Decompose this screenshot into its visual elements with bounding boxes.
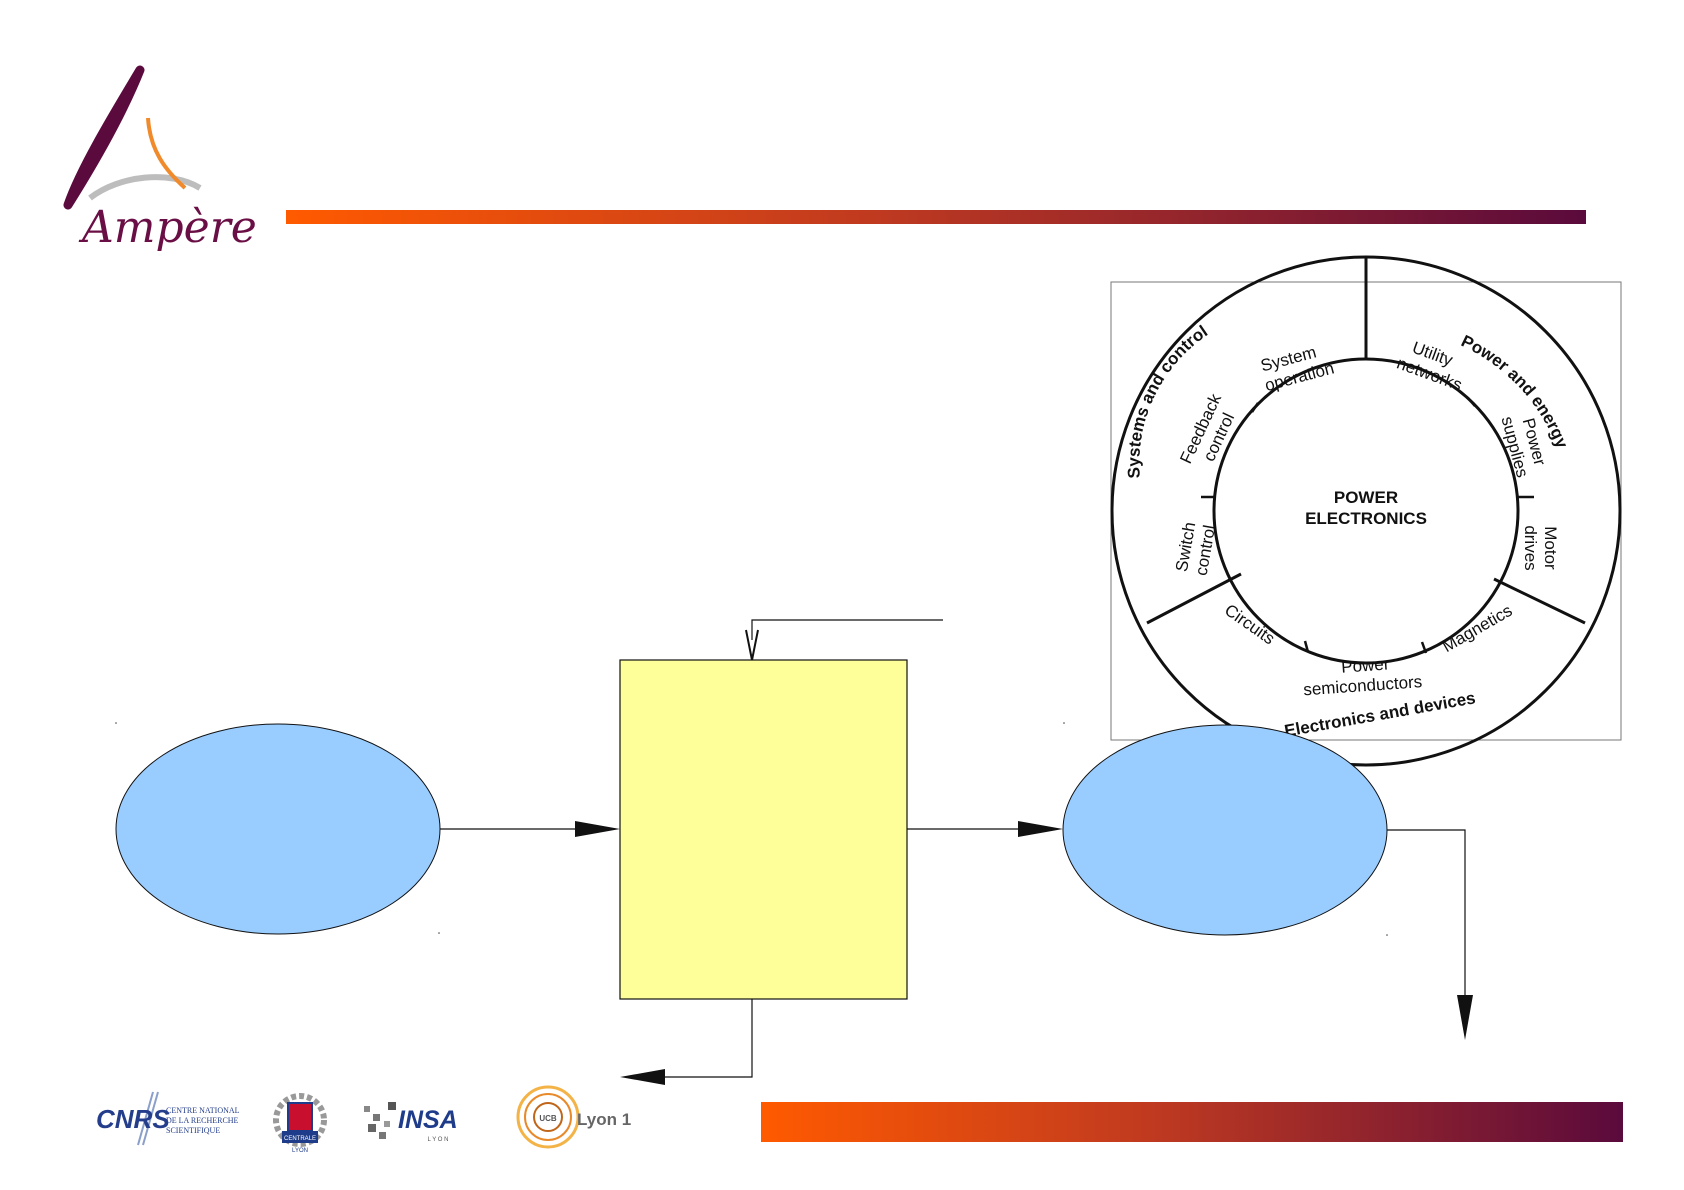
footer-gradient-bar [761,1102,1623,1142]
wheel-tick [1303,640,1310,653]
ucb-middle-ring [524,1093,572,1141]
selection-dot [115,722,117,724]
ucb-monogram: UCB [539,1114,557,1123]
insa-dot [373,1114,380,1121]
centrale-gear [273,1093,327,1147]
cnrs-logo: CNRS CENTRE NATIONAL DE LA RECHERCHE SCI… [96,1091,240,1146]
insa-dot [379,1132,386,1139]
centrale-label: CENTRALE [284,1136,316,1142]
ucb-inner-ring [533,1102,563,1132]
selection-dot [1386,934,1388,936]
converter-box [619,659,908,1000]
cnrs-line-3: SCIENTIFIQUE [166,1126,220,1135]
ampere-logo: Ampère [63,65,257,253]
arrowhead-converter-to-load [1018,821,1063,837]
header-gradient-bar [286,210,1586,224]
insa-wordmark: INSA [398,1106,458,1134]
ucb-outer-ring [516,1085,580,1149]
control-input-line [751,619,943,640]
flow-diagram [115,619,1473,1085]
wheel-tick [1250,402,1260,413]
selection-dot [438,932,440,934]
insa-dot [364,1106,370,1112]
losses-line [665,999,753,1078]
source-ellipse [115,723,441,935]
wheel-center-line-1: POWER [1334,488,1398,507]
selection-dot [1063,722,1065,724]
insa-dot [388,1102,396,1110]
control-input-arrowhead [745,629,759,661]
wheel-divider-right [1493,577,1586,625]
logo-arc [88,174,202,201]
wheel-center-line-2: ELECTRONICS [1305,509,1427,528]
cnrs-slash [137,1091,154,1146]
centrale-banner [282,1131,318,1143]
centrale-shield [287,1102,313,1132]
item-power-semiconductors-1: Power [1341,654,1391,676]
partner-logos: CNRS CENTRE NATIONAL DE LA RECHERCHE SCI… [96,1085,631,1154]
insa-dot [384,1121,390,1127]
insa-sub: L Y O N [428,1137,449,1143]
output-line [1387,829,1466,995]
wheel-tick [1467,397,1476,407]
centrale-lyon-logo: CENTRALE LYON [273,1093,327,1154]
lyon1-logo: UCB Lyon 1 [516,1085,631,1149]
arrowhead-output [1457,995,1473,1040]
item-motor-drives-1: Motor [1541,526,1560,570]
insa-dot [368,1124,376,1132]
cnrs-slash [142,1091,159,1146]
centrale-sub: LYON [292,1148,308,1154]
logo-swoosh [63,65,145,210]
wheel-tick [1420,641,1428,654]
cnrs-line-1: CENTRE NATIONAL [166,1106,240,1115]
cnrs-wordmark: CNRS [96,1104,170,1134]
wheel-divider-left [1146,572,1242,625]
insa-lyon-logo: INSA L Y O N [364,1102,458,1143]
logo-accent [146,117,187,190]
arrowhead-source-to-converter [575,821,620,837]
item-motor-drives-2: drives [1521,525,1540,570]
cnrs-line-2: DE LA RECHERCHE [166,1116,239,1125]
logo-text: Ampère [78,202,257,253]
arrowhead-losses [620,1069,665,1085]
power-electronics-wheel: POWER ELECTRONICS Systems and control Po… [1110,255,1622,767]
load-ellipse [1062,724,1388,936]
lyon1-label: Lyon 1 [577,1110,631,1129]
